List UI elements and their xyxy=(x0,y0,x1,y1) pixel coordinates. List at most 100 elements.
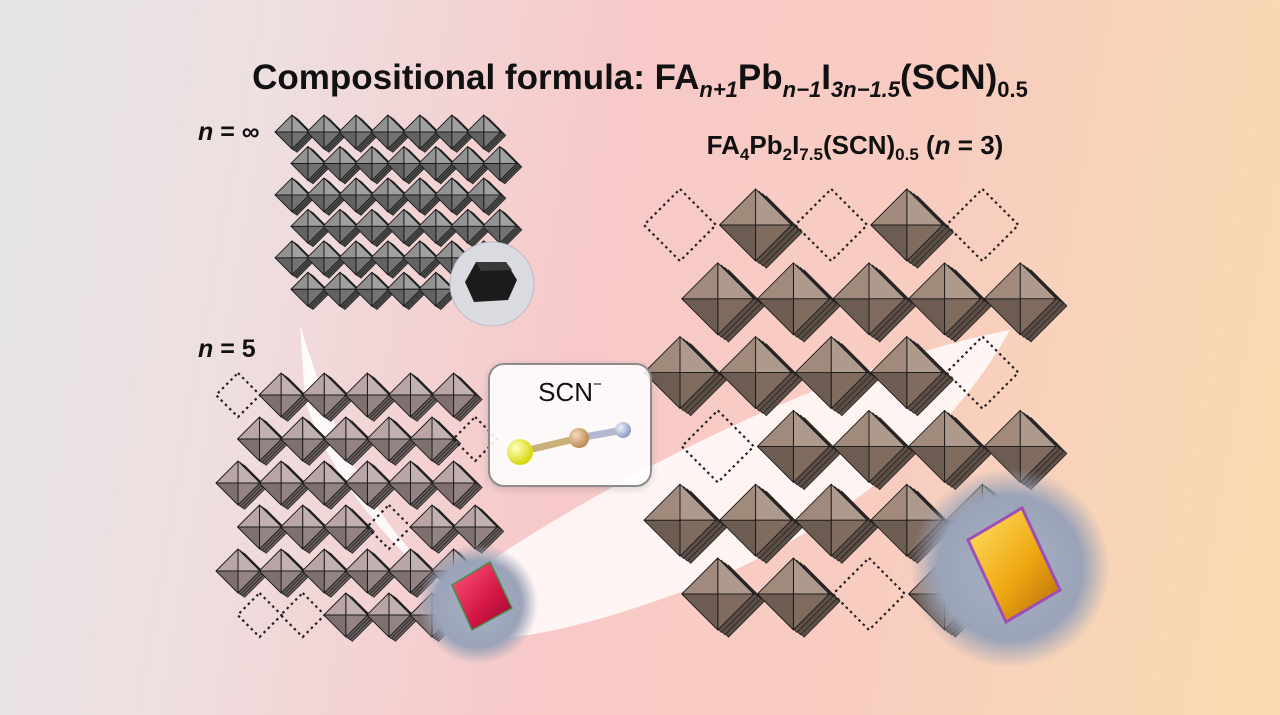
octahedron-face xyxy=(237,438,261,462)
octahedron-face xyxy=(338,257,357,276)
sulfur-atom xyxy=(507,439,533,465)
octahedron-face xyxy=(983,298,1021,336)
octahedron-face xyxy=(280,504,304,528)
octahedron-face xyxy=(944,409,982,447)
octahedron-face xyxy=(237,416,261,440)
octahedron-face xyxy=(366,372,390,396)
octahedron-face xyxy=(870,188,908,226)
octahedron-face xyxy=(323,592,347,616)
octahedron-face xyxy=(870,519,908,557)
octahedron-face xyxy=(323,372,347,396)
octahedron-face xyxy=(419,177,438,196)
octahedron-face xyxy=(338,194,357,213)
octahedron-face xyxy=(418,288,437,307)
octahedron-face xyxy=(274,177,293,196)
vacancy-marker xyxy=(365,503,413,551)
octahedron-face xyxy=(434,194,453,213)
octahedron-face xyxy=(409,438,433,462)
octahedron-face xyxy=(419,240,438,259)
octahedron-face xyxy=(434,257,453,276)
octahedron-face xyxy=(291,240,310,259)
vacancy-marker xyxy=(793,187,869,263)
octahedron-face xyxy=(756,298,794,336)
octahedron-face xyxy=(387,114,406,133)
octahedron-face xyxy=(681,593,719,631)
octahedron-face xyxy=(832,262,870,300)
octahedron-face xyxy=(323,504,347,528)
octahedron-face xyxy=(366,438,390,462)
octahedron-face xyxy=(290,225,309,244)
octahedron-face xyxy=(370,131,389,150)
octahedron-face xyxy=(307,208,326,227)
octahedron-face xyxy=(386,162,405,181)
yellow-crystal-photo xyxy=(910,468,1110,668)
octahedron-face xyxy=(355,177,374,196)
octahedron-face xyxy=(409,504,433,528)
octahedron-face xyxy=(301,570,325,594)
octahedron-face xyxy=(483,177,502,196)
octahedron-face xyxy=(681,262,719,300)
octahedron-face xyxy=(466,114,485,133)
octahedron-face xyxy=(908,298,946,336)
octahedron-face xyxy=(323,177,342,196)
octahedron-face xyxy=(355,240,374,259)
octahedron-face xyxy=(451,114,470,133)
octahedron-face xyxy=(307,271,326,290)
octahedron-face xyxy=(450,225,469,244)
octahedron-face xyxy=(1019,409,1057,447)
octahedron-face xyxy=(366,548,390,572)
octahedron-face xyxy=(755,188,793,226)
octahedron-face xyxy=(832,298,870,336)
octahedron-face xyxy=(354,162,373,181)
octahedron-face xyxy=(237,504,261,528)
octahedron-face xyxy=(386,288,405,307)
octahedron-face xyxy=(435,208,454,227)
octahedron-face xyxy=(719,336,757,374)
octahedron-face xyxy=(418,225,437,244)
octahedron-face xyxy=(431,504,455,528)
octahedron-face xyxy=(451,177,470,196)
octahedron-face xyxy=(274,257,293,276)
octahedron-face xyxy=(983,262,1021,300)
octahedron-face xyxy=(306,114,325,133)
octahedron-face xyxy=(344,394,368,418)
octahedron-face xyxy=(431,372,455,396)
octahedron-face xyxy=(280,526,304,550)
octahedron-face xyxy=(403,271,422,290)
vacancy-marker xyxy=(944,335,1020,411)
octahedron-face xyxy=(301,482,325,506)
octahedron-face xyxy=(290,288,309,307)
octahedron-face xyxy=(344,570,368,594)
octahedron-face xyxy=(355,114,374,133)
octahedron-face xyxy=(419,114,438,133)
octahedron-face xyxy=(908,445,946,483)
octahedron-face xyxy=(402,257,421,276)
octahedron-face xyxy=(386,225,405,244)
octahedron-face xyxy=(370,194,389,213)
octahedron-face xyxy=(453,460,477,484)
thiocyanate-molecule xyxy=(507,422,631,465)
swoosh-5-to-3 xyxy=(470,330,1010,640)
octahedron-face xyxy=(306,131,325,150)
octahedron-face xyxy=(258,548,282,572)
octahedron-face xyxy=(388,570,411,594)
vacancy-marker xyxy=(642,187,718,263)
lattice-n-3 xyxy=(642,187,1068,638)
octahedron-face xyxy=(301,548,325,572)
octahedron-face xyxy=(717,262,755,300)
molecule-icon xyxy=(507,422,631,465)
octahedron-face xyxy=(434,114,453,133)
octahedron-face xyxy=(291,114,310,133)
carbon-atom xyxy=(569,428,589,448)
octahedron-face xyxy=(323,548,347,572)
octahedron-face xyxy=(259,504,283,528)
octahedron-face xyxy=(466,131,485,150)
octahedron-face xyxy=(431,394,455,418)
octahedron-face xyxy=(453,372,477,396)
octahedron-face xyxy=(719,224,757,262)
octahedron-face xyxy=(280,372,304,396)
octahedron-face xyxy=(387,240,406,259)
octahedron-face xyxy=(258,482,282,506)
octahedron-face xyxy=(366,460,390,484)
octahedron-face xyxy=(794,336,832,374)
